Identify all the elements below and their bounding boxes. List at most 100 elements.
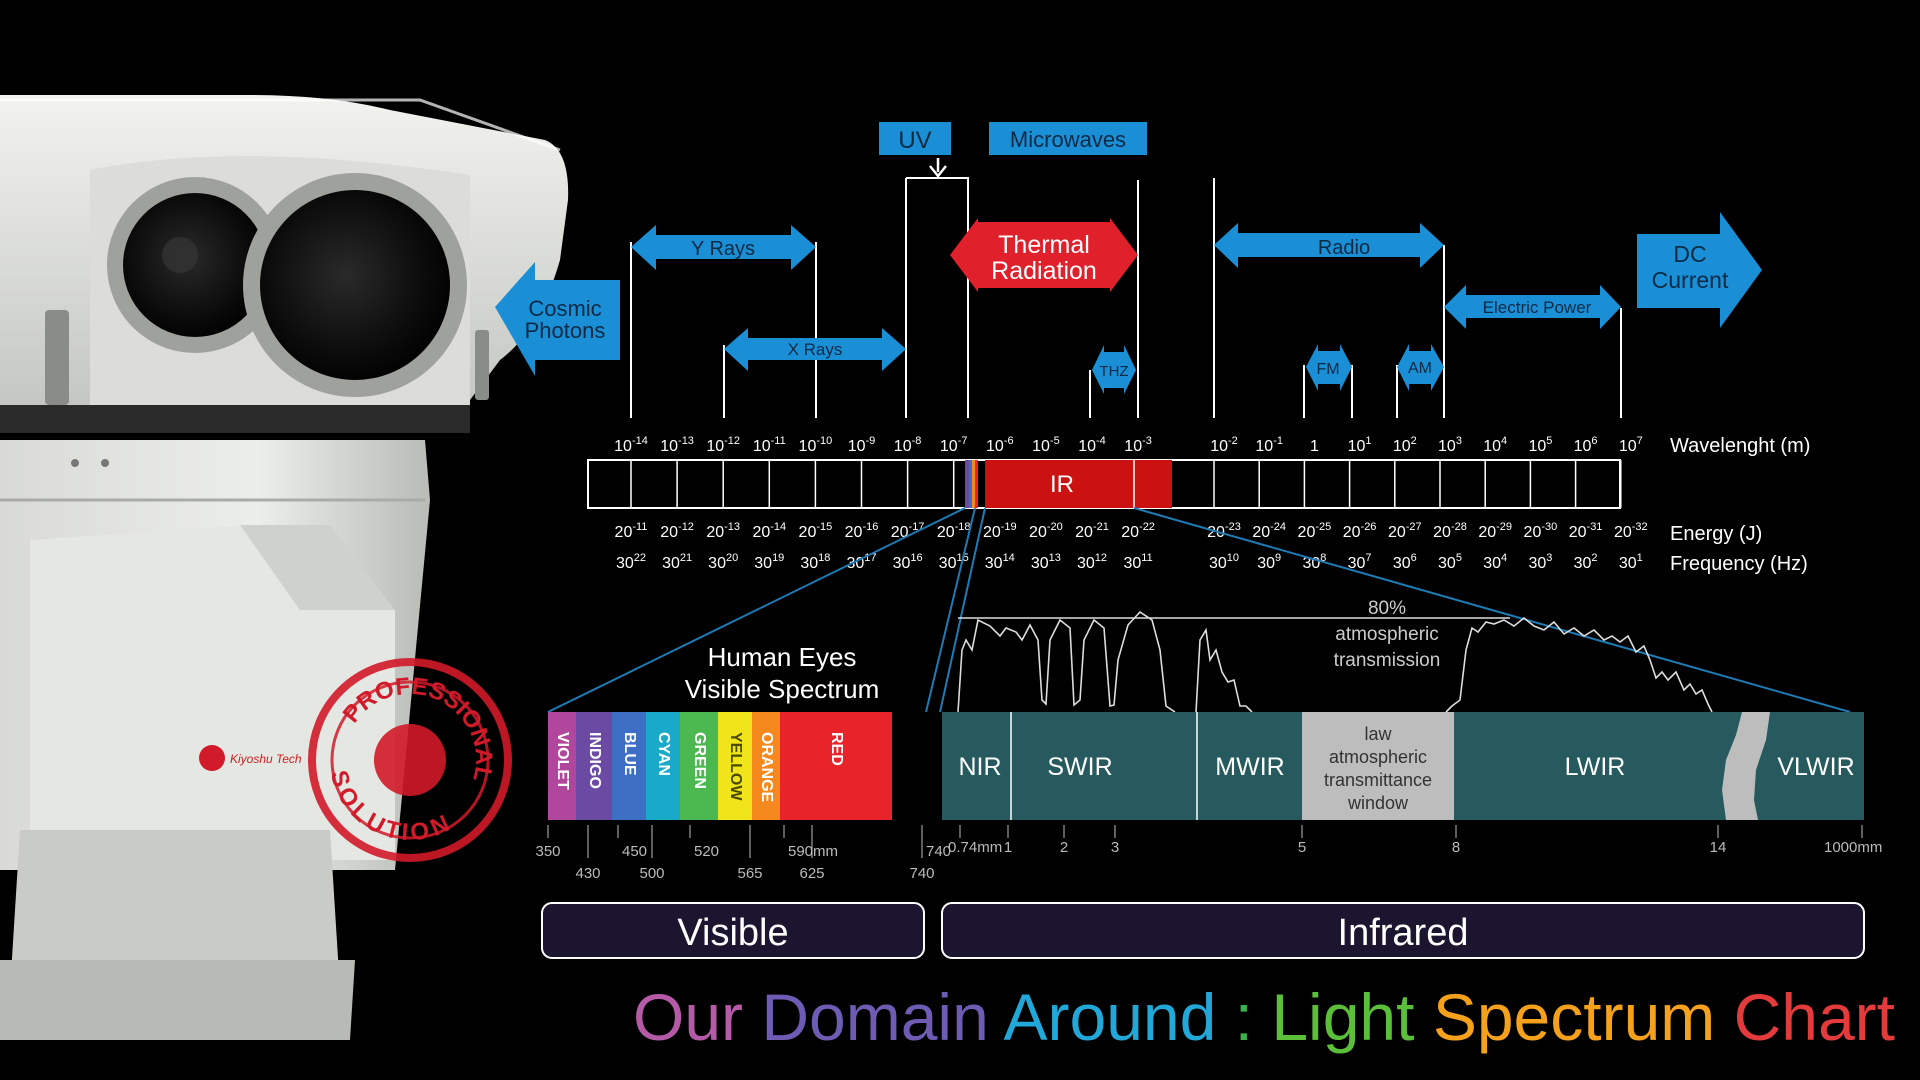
- wavelength-tick: 10-3: [1124, 435, 1152, 455]
- y-rays-label: Y Rays: [691, 238, 755, 260]
- ir-band-label: SWIR: [1047, 753, 1112, 781]
- microwaves-label: Microwaves: [1010, 127, 1126, 152]
- ir-tick: 1: [1004, 839, 1012, 856]
- ir-tick: 0.74mm: [948, 839, 1002, 856]
- transmission-label: transmission: [1334, 650, 1441, 671]
- energy-axis-label: Energy (J): [1670, 523, 1762, 545]
- wavelength-tick: 105: [1528, 435, 1552, 455]
- energy-tick: 20-19: [983, 521, 1017, 541]
- wavelength-tick: 10-14: [614, 435, 648, 455]
- electric-power-arrow: [1444, 285, 1621, 329]
- ir-tick: 3: [1111, 839, 1119, 856]
- visible-band: [548, 712, 576, 820]
- wavelength-tick: 10-2: [1210, 435, 1238, 455]
- radio-label: Radio: [1318, 237, 1370, 259]
- energy-tick: 20-12: [660, 521, 694, 541]
- frequency-tick: 3012: [1077, 552, 1107, 572]
- frequency-tick: 3018: [800, 552, 830, 572]
- wavelength-tick: 106: [1574, 435, 1598, 455]
- frequency-tick: 3022: [616, 552, 646, 572]
- dc-current-arrow: [1637, 212, 1762, 328]
- energy-tick: 20-16: [845, 521, 879, 541]
- thz-label: THZ: [1099, 363, 1128, 380]
- wavelength-tick: 10-9: [848, 435, 876, 455]
- wavelength-tick: 10-13: [660, 435, 694, 455]
- frequency-tick: 3010: [1209, 552, 1239, 572]
- wavelength-tick: 10-10: [799, 435, 833, 455]
- energy-tick: 20-30: [1524, 521, 1558, 541]
- visible-pill: [541, 902, 925, 959]
- visible-title-2: Visible Spectrum: [685, 674, 880, 704]
- cosmic-label-1: Cosmic: [528, 296, 601, 321]
- frequency-tick: 305: [1438, 552, 1462, 572]
- frequency-tick: 3017: [846, 552, 876, 572]
- wavelength-tick: 10-1: [1255, 435, 1283, 455]
- wavelength-tick: 10-7: [940, 435, 968, 455]
- visible-tick: 625: [799, 865, 824, 882]
- visible-band: [576, 712, 612, 820]
- dc-label-2: Current: [1652, 267, 1729, 293]
- visible-band: [752, 712, 780, 820]
- ir-tick: 1000mm: [1824, 839, 1882, 856]
- camera-illustration: Kiyoshu Tech: [0, 95, 569, 1040]
- energy-tick: 20-22: [1121, 521, 1155, 541]
- uv-label: UV: [898, 127, 931, 154]
- energy-tick: 20-32: [1614, 521, 1648, 541]
- fm-arrow: [1306, 344, 1352, 391]
- visible-tick: 590mm: [788, 843, 838, 860]
- energy-tick: 20-23: [1207, 521, 1241, 541]
- frequency-tick: 304: [1483, 552, 1507, 572]
- visible-tick: 740: [926, 843, 951, 860]
- energy-tick: 20-20: [1029, 521, 1063, 541]
- ir-band-label: LWIR: [1565, 753, 1626, 781]
- energy-tick: 20-29: [1478, 521, 1512, 541]
- frequency-tick: 307: [1348, 552, 1372, 572]
- frequency-tick: 3021: [662, 552, 692, 572]
- energy-tick: 20-18: [937, 521, 971, 541]
- frequency-tick: 302: [1574, 552, 1598, 572]
- energy-tick: 20-31: [1569, 521, 1603, 541]
- wavelength-axis-label: Wavelenght (m): [1670, 435, 1810, 457]
- visible-tick: 520: [694, 843, 719, 860]
- visible-band-label: YELLOW: [727, 732, 744, 801]
- visible-band: [680, 712, 718, 820]
- radio-arrow: [1214, 223, 1444, 268]
- energy-tick: 20-27: [1388, 521, 1422, 541]
- thermal-label-1: Thermal: [998, 231, 1090, 259]
- ir-band-label: law: [1364, 724, 1392, 744]
- footer-title: Our Domain Around : Light Spectrum Chart: [633, 980, 1895, 1054]
- frequency-tick: 306: [1393, 552, 1417, 572]
- cosmic-label-2: Photons: [525, 318, 606, 343]
- frequency-tick: 303: [1528, 552, 1552, 572]
- visible-tick: 430: [575, 865, 600, 882]
- energy-tick: 20-24: [1252, 521, 1286, 541]
- frequency-tick: 3020: [708, 552, 738, 572]
- am-label: AM: [1408, 360, 1432, 377]
- wavelength-tick: 10-4: [1078, 435, 1106, 455]
- frequency-tick: 3013: [1031, 552, 1061, 572]
- ir-tick: 2: [1060, 839, 1068, 856]
- frequency-tick: 3014: [985, 552, 1015, 572]
- energy-tick: 20-15: [799, 521, 833, 541]
- frequency-tick: 301: [1619, 552, 1643, 572]
- ir-tick: 14: [1710, 839, 1727, 856]
- ir-band-label: NIR: [958, 753, 1001, 781]
- ir-band-label: VLWIR: [1777, 753, 1854, 781]
- footer: Visible Infrared Our Domain Around : Lig…: [541, 902, 1895, 1054]
- visible-tick: 565: [737, 865, 762, 882]
- visible-pill-label: Visible: [677, 912, 788, 954]
- ir-band-label: MWIR: [1215, 753, 1284, 781]
- x-rays-arrow: [724, 328, 906, 371]
- brand-logo-icon: [199, 745, 225, 771]
- thermal-radiation-arrow: [950, 218, 1138, 292]
- frequency-axis-label: Frequency (Hz): [1670, 553, 1808, 575]
- bracket-lines: [630, 178, 1622, 418]
- wavelength-tick: 107: [1619, 435, 1643, 455]
- transmission-label: 80%: [1368, 598, 1406, 619]
- energy-tick: 20-11: [615, 521, 648, 541]
- visible-band-label: GREEN: [691, 732, 708, 789]
- wavelength-tick: 10-6: [986, 435, 1014, 455]
- thermal-label-2: Radiation: [991, 257, 1097, 285]
